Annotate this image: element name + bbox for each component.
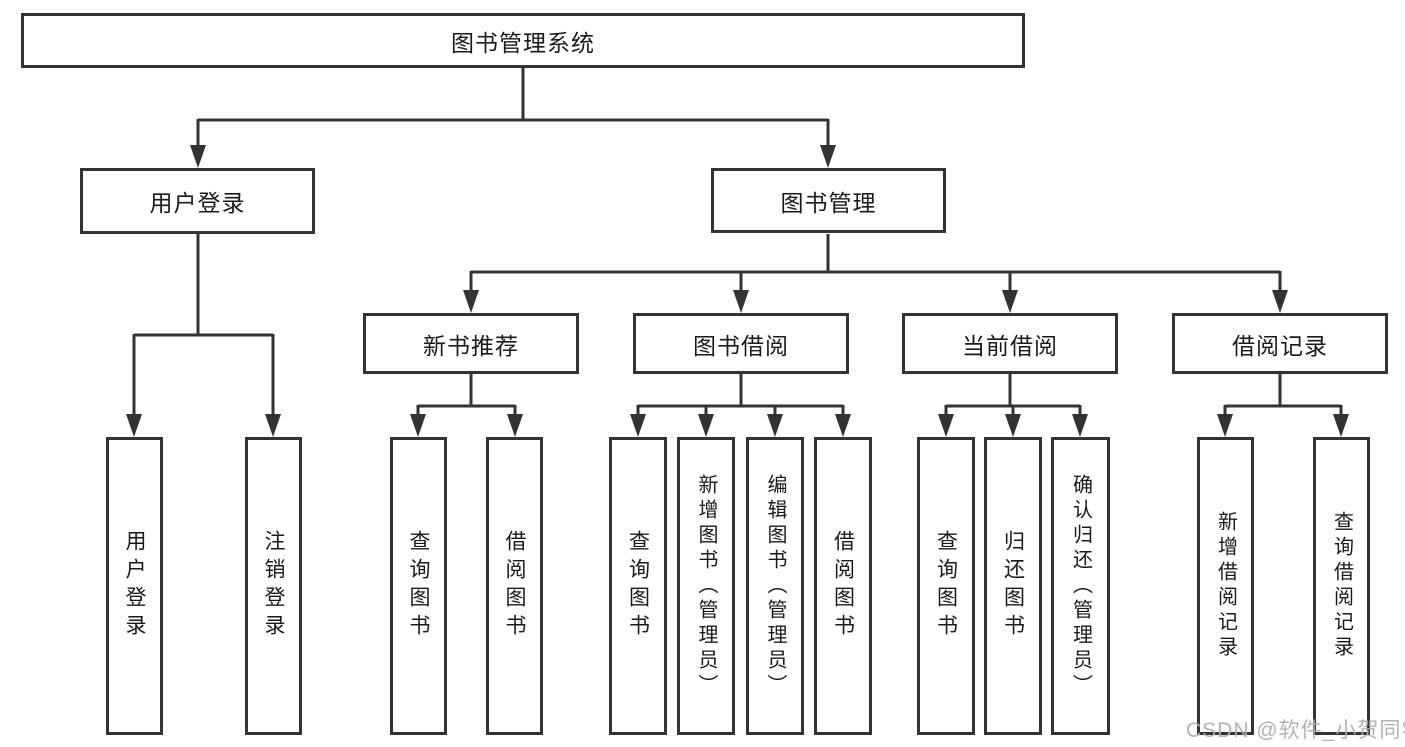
leaf-current-query-books: 查询图书 bbox=[917, 437, 975, 735]
node-book-management-label: 图书管理 bbox=[780, 189, 877, 216]
node-user-login: 用户登录 bbox=[80, 168, 315, 234]
leaf-recommend-borrow-books-label: 借阅图书 bbox=[503, 530, 526, 642]
leaf-return-books: 归还图书 bbox=[984, 437, 1042, 735]
leaf-logout: 注销登录 bbox=[245, 437, 302, 735]
csdn-watermark: CSDN @软件_小贺同学 bbox=[1186, 719, 1405, 742]
leaf-add-books-admin-label: 新增图书（管理员） bbox=[695, 473, 717, 699]
leaf-edit-books-admin-label: 编辑图书（管理员） bbox=[764, 473, 786, 699]
leaf-recommend-borrow-books: 借阅图书 bbox=[486, 437, 543, 735]
leaf-add-borrow-record: 新增借阅记录 bbox=[1197, 437, 1254, 735]
leaf-confirm-return-admin-label: 确认归还（管理员） bbox=[1069, 473, 1092, 699]
node-library-system: 图书管理系统 bbox=[21, 13, 1025, 68]
leaf-borrow-query-books: 查询图书 bbox=[609, 437, 667, 735]
leaf-recommend-query-books: 查询图书 bbox=[390, 437, 447, 735]
node-book-management: 图书管理 bbox=[711, 168, 946, 233]
leaf-borrow-query-books-label: 查询图书 bbox=[626, 530, 650, 642]
leaf-return-books-label: 归还图书 bbox=[1001, 530, 1025, 642]
leaf-recommend-query-books-label: 查询图书 bbox=[407, 530, 430, 642]
leaf-user-login: 用户登录 bbox=[106, 437, 163, 735]
leaf-confirm-return-admin: 确认归还（管理员） bbox=[1051, 437, 1110, 735]
leaf-edit-books-admin: 编辑图书（管理员） bbox=[746, 437, 804, 735]
node-borrow-records-label: 借阅记录 bbox=[1232, 332, 1328, 359]
leaf-add-books-admin: 新增图书（管理员） bbox=[677, 437, 735, 735]
leaf-query-borrow-record: 查询借阅记录 bbox=[1313, 437, 1370, 735]
leaf-query-borrow-record-label: 查询借阅记录 bbox=[1330, 511, 1353, 661]
leaf-add-borrow-record-label: 新增借阅记录 bbox=[1214, 511, 1237, 661]
leaf-logout-label: 注销登录 bbox=[262, 530, 285, 642]
leaf-borrow-books-label: 借阅图书 bbox=[831, 530, 855, 642]
node-new-book-recommend: 新书推荐 bbox=[363, 313, 579, 374]
leaf-user-login-label: 用户登录 bbox=[123, 530, 146, 642]
node-user-login-label: 用户登录 bbox=[149, 190, 246, 216]
node-book-borrow: 图书借阅 bbox=[633, 313, 849, 374]
node-library-system-label: 图书管理系统 bbox=[451, 29, 595, 56]
node-book-borrow-label: 图书借阅 bbox=[693, 332, 789, 359]
node-new-book-recommend-label: 新书推荐 bbox=[423, 332, 519, 359]
node-current-borrow-label: 当前借阅 bbox=[962, 332, 1058, 359]
node-borrow-records: 借阅记录 bbox=[1172, 313, 1388, 374]
leaf-borrow-books: 借阅图书 bbox=[814, 437, 872, 735]
node-current-borrow: 当前借阅 bbox=[902, 313, 1118, 374]
leaf-current-query-books-label: 查询图书 bbox=[934, 530, 958, 642]
